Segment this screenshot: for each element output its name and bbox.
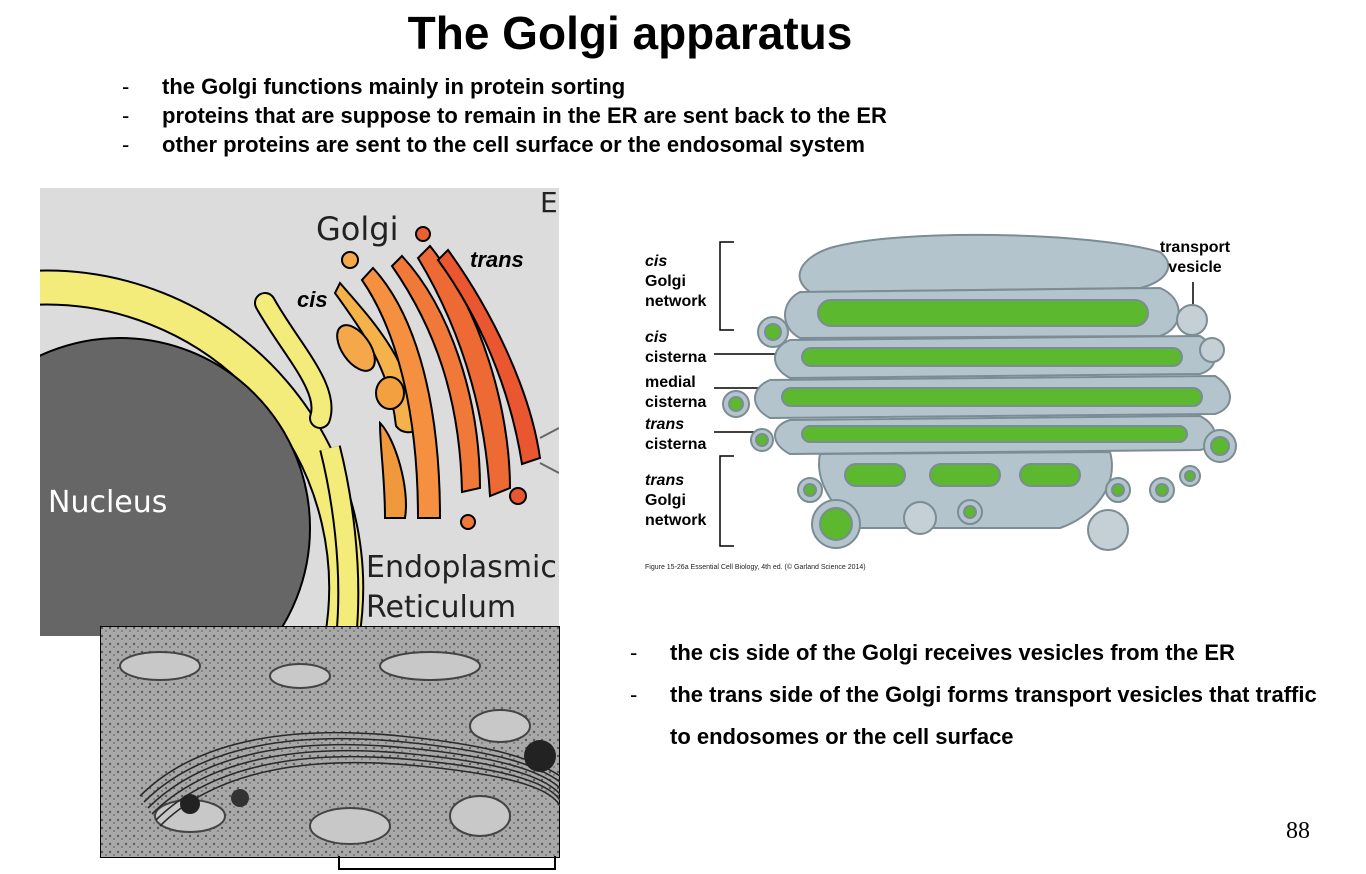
golgi-schematic-diagram xyxy=(40,188,559,636)
golgi-3d-diagram xyxy=(714,233,1237,551)
page-number: 88 xyxy=(1286,818,1310,844)
er-label-line2: Reticulum xyxy=(366,590,517,625)
trans-label: trans xyxy=(470,247,524,272)
label-trans-golgi-network: trans Golgi network xyxy=(645,472,707,529)
electron-micrograph xyxy=(100,626,560,858)
bullet-item: other proteins are sent to the cell surf… xyxy=(122,130,887,159)
bullet-item: the Golgi functions mainly in protein so… xyxy=(122,72,887,101)
figure-caption: Figure 15-26a Essential Cell Biology, 4t… xyxy=(645,564,866,571)
top-bullet-list: the Golgi functions mainly in protein so… xyxy=(122,72,887,159)
nucleus-label: Nucleus xyxy=(48,485,168,520)
bullet-item: the cis side of the Golgi receives vesic… xyxy=(630,632,1330,674)
cis-label: cis xyxy=(297,287,328,312)
bullet-item: the trans side of the Golgi forms transp… xyxy=(630,674,1330,758)
label-cis-golgi-network: cis Golgi network xyxy=(645,253,707,310)
er-label-line1: Endoplasmic xyxy=(366,550,557,585)
scale-bar xyxy=(338,856,556,870)
bottom-bullet-list: the cis side of the Golgi receives vesic… xyxy=(630,632,1330,758)
slide-title: The Golgi apparatus xyxy=(407,7,853,59)
label-trans-cisterna: trans cisterna xyxy=(645,416,707,453)
golgi-label: Golgi xyxy=(316,210,399,248)
corner-label: E xyxy=(540,186,558,219)
label-transport-vesicle: transport vesicle xyxy=(1159,239,1231,276)
bullet-item: proteins that are suppose to remain in t… xyxy=(122,101,887,130)
label-medial-cisterna: medial cisterna xyxy=(645,374,707,411)
nucleus-shape xyxy=(40,337,311,636)
label-cis-cisterna: cis cisterna xyxy=(645,329,707,366)
